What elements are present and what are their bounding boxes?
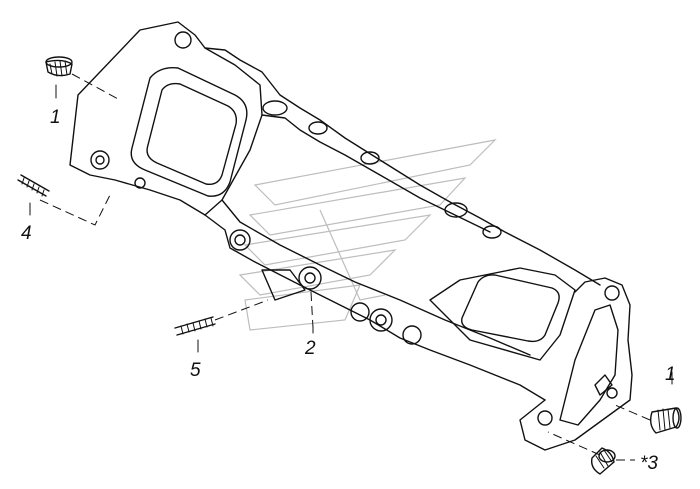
callout-5: 5 — [190, 360, 201, 381]
flange-hole — [537, 410, 553, 426]
flange-hole — [174, 31, 192, 49]
callout-1-bottom: 1 — [665, 364, 676, 385]
callout-2: 2 — [304, 338, 316, 359]
callout-4: 4 — [21, 223, 32, 244]
left-flange — [69, 21, 263, 216]
boss — [229, 229, 251, 251]
left-port-inner — [146, 82, 238, 185]
watermark-logo — [238, 139, 497, 331]
boss — [298, 266, 322, 290]
stud-1-bottom — [649, 407, 682, 434]
right-flange — [519, 277, 633, 451]
manifold-body — [69, 21, 633, 451]
right-port-outer — [461, 274, 560, 343]
flange-hole — [134, 177, 146, 189]
callout-3: *3 — [640, 453, 658, 474]
leader-lines — [39, 73, 651, 461]
left-port-outer — [130, 67, 248, 197]
flange-hole — [95, 155, 105, 165]
stud-3 — [590, 447, 616, 475]
flange-hole — [606, 387, 618, 399]
flange-hole — [604, 285, 620, 301]
flange-hole — [90, 150, 110, 170]
stud-1-top — [45, 56, 73, 77]
callout-1-top: 1 — [50, 107, 61, 128]
stud-5 — [174, 316, 216, 336]
boss — [402, 325, 422, 345]
boss — [369, 308, 393, 332]
boss — [350, 302, 370, 322]
stud-4 — [17, 174, 50, 197]
